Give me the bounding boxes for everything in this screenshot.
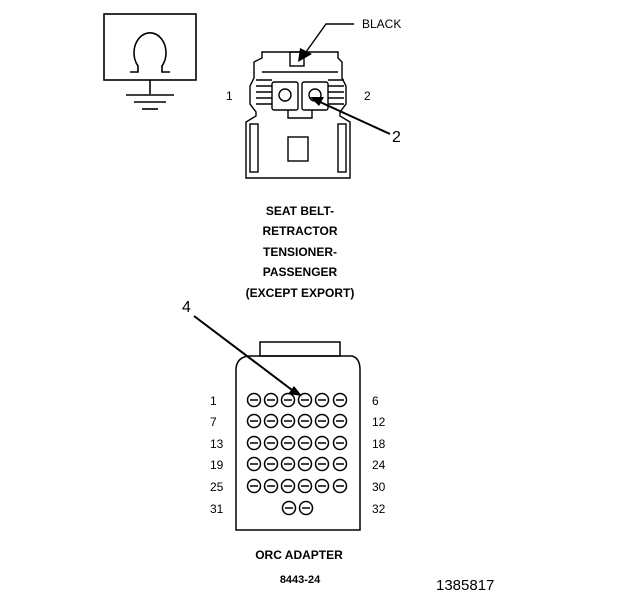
callout-4-number: 4 [182,299,191,316]
orc-right-pin-labels: 6 12 18 24 30 32 [372,394,386,516]
seat-belt-title: SEAT BELT- RETRACTOR TENSIONER- PASSENGE… [246,204,355,300]
title-line: SEAT BELT- [266,204,334,218]
callout-4-leader [193,315,302,396]
orc-left-pin-labels: 1 7 13 19 25 31 [210,394,224,516]
pin-label: 12 [372,415,386,429]
pin-label: 32 [372,502,386,516]
seat-belt-connector [245,51,351,179]
title-line: (EXCEPT EXPORT) [246,286,355,300]
pin-label: 13 [210,437,224,451]
pin-label: 25 [210,480,224,494]
pin-label: 6 [372,394,379,408]
ground-symbol-icon [103,13,197,110]
orc-pin-grid [246,392,348,516]
part-number: 8443-24 [280,574,321,586]
pin-2-label: 2 [364,89,371,103]
orc-adapter-title: ORC ADAPTER [255,548,343,562]
pin-label: 7 [210,415,217,429]
pin-1-label: 1 [226,89,233,103]
black-wire-leader [298,23,354,62]
pin-label: 19 [210,458,224,472]
pin-label: 31 [210,502,224,516]
pin-label: 30 [372,480,386,494]
black-wire-label: BLACK [362,17,401,31]
figure-id: 1385817 [436,577,494,594]
callout-2-number: 2 [392,129,401,146]
title-line: PASSENGER [263,265,338,279]
pin-label: 1 [210,394,217,408]
pin-label: 24 [372,458,386,472]
pin-label: 18 [372,437,386,451]
callout-2-leader [310,97,391,135]
orc-adapter-connector [235,341,361,531]
title-line: RETRACTOR [262,224,337,238]
title-line: TENSIONER- [263,245,337,259]
